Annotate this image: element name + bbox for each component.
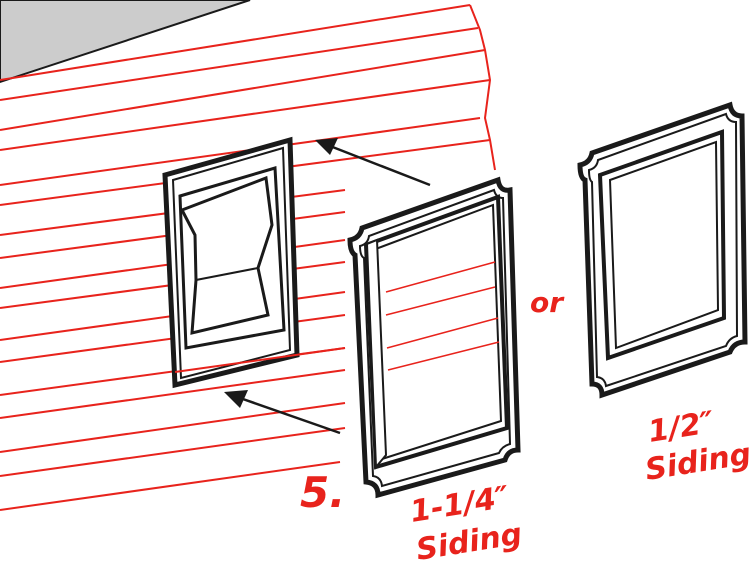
arrow-top-icon [315, 138, 431, 187]
trim-ring-large [347, 176, 521, 499]
roof-soffit [0, 0, 251, 84]
mounted-block [162, 136, 300, 389]
trim-ring-small [577, 101, 748, 399]
siding-overlay [385, 261, 500, 371]
step-number: 5. [300, 468, 345, 517]
siding-overlap [174, 347, 346, 373]
arrow-bottom-icon [224, 390, 341, 435]
connector-word: or [530, 286, 565, 319]
